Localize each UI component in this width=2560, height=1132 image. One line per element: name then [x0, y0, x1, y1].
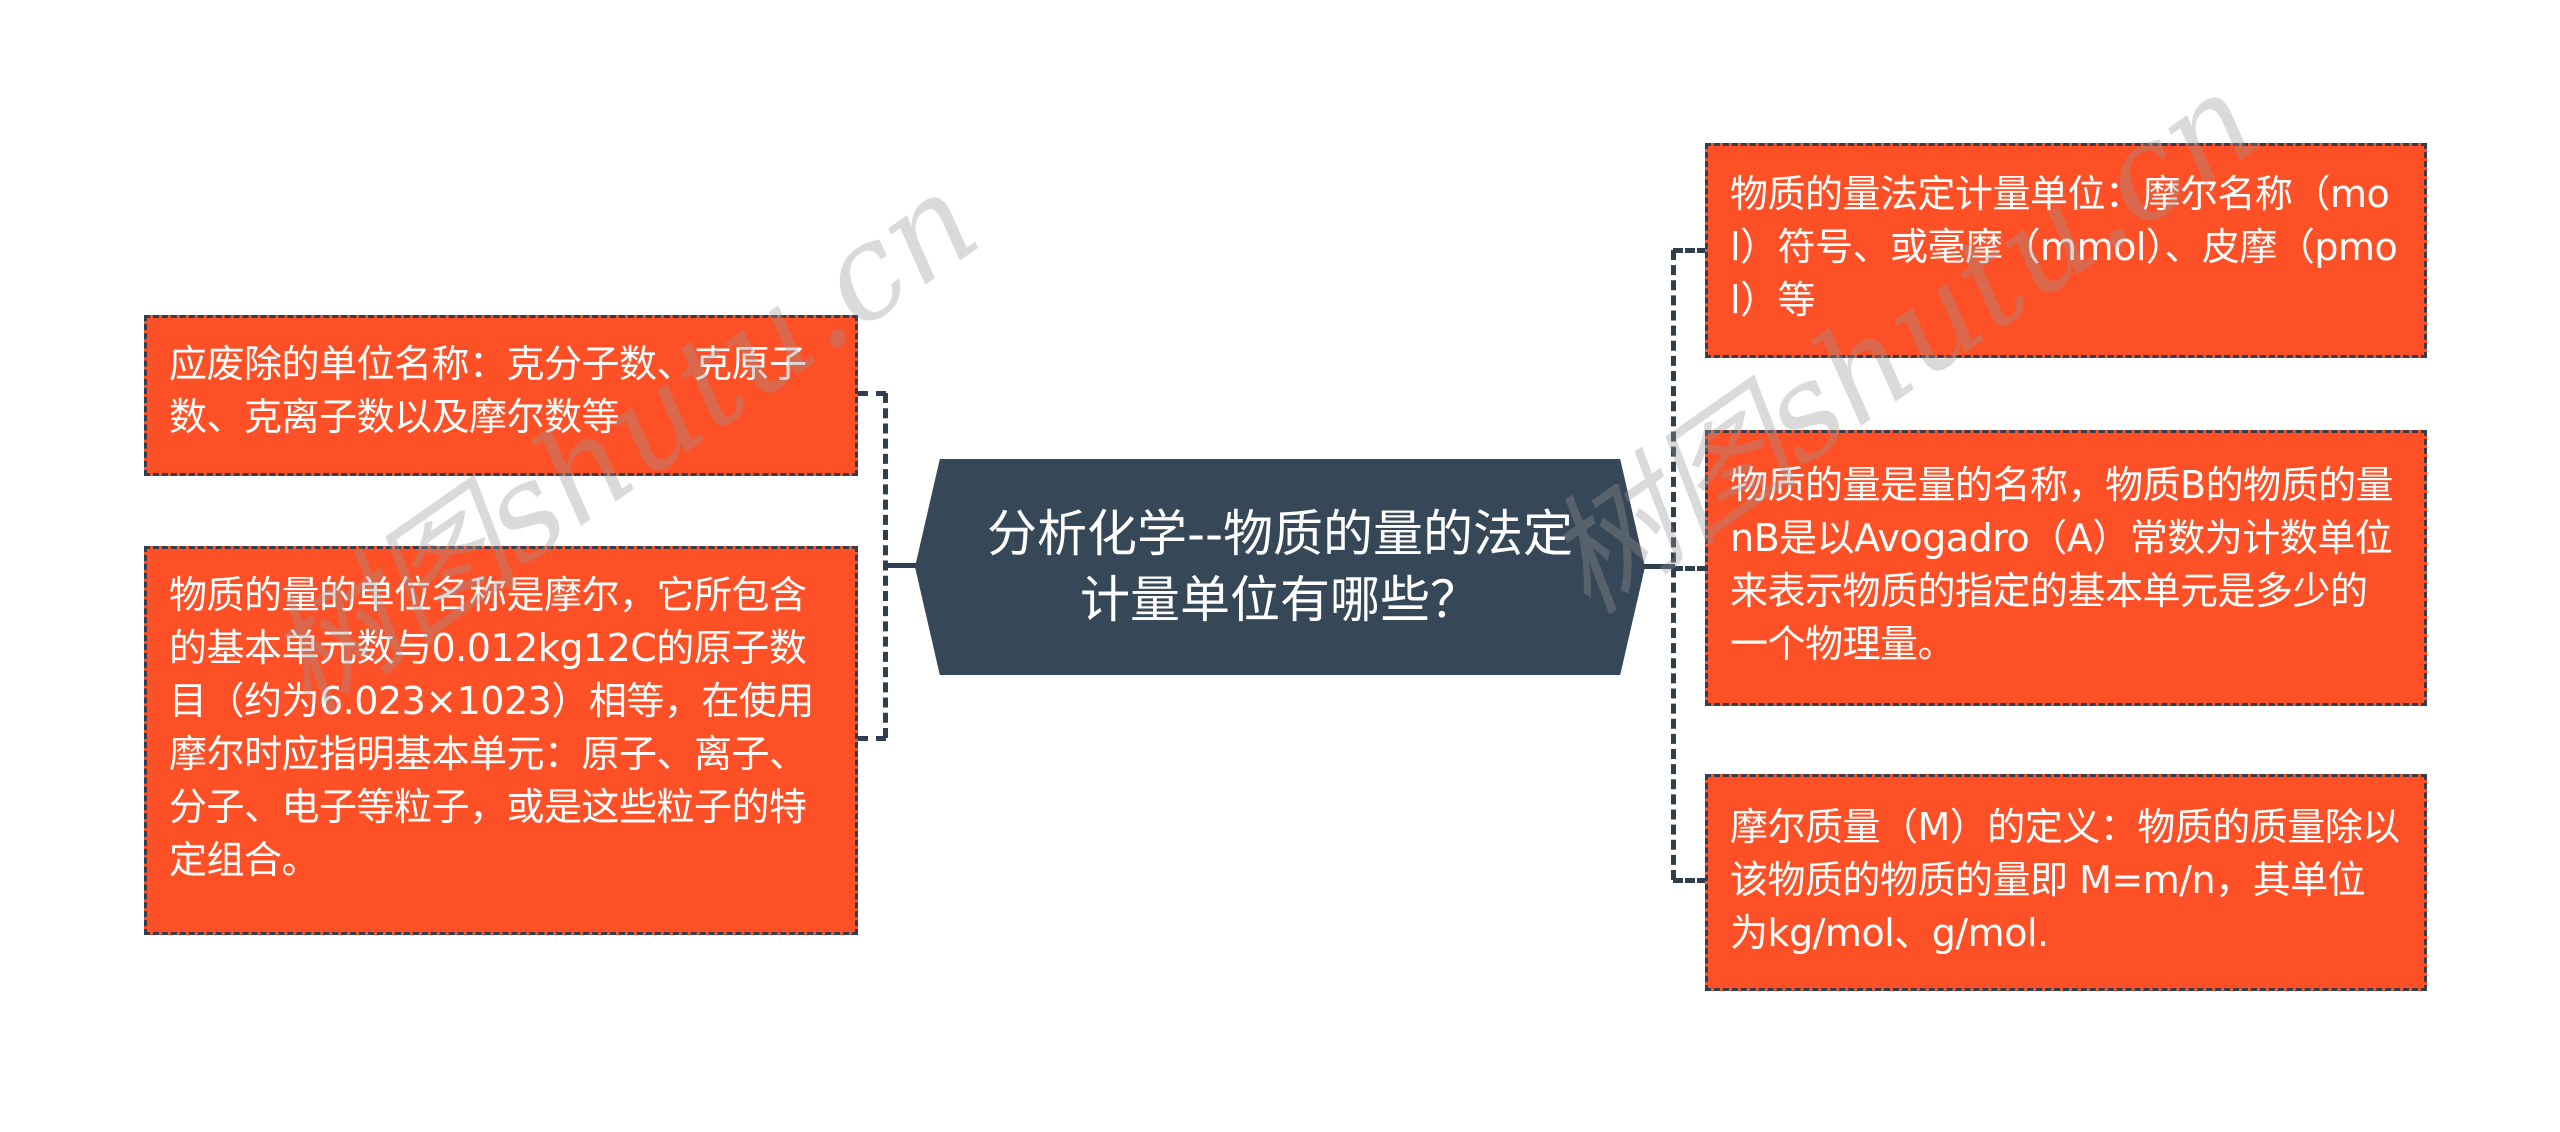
right-node-amount-of-substance[interactable]: 物质的量是量的名称，物质B的物质的量nB是以Avogadro（A）常数为计数单位… — [1705, 430, 2427, 706]
left-connector-top-branch — [858, 391, 886, 396]
right-connector-bottom-branch — [1673, 878, 1707, 883]
left-node-mole-definition[interactable]: 物质的量的单位名称是摩尔，它所包含的基本单元数与0.012kg12C的原子数目（… — [144, 546, 858, 935]
right-connector-middle-branch — [1673, 566, 1707, 571]
right-connector-trunk — [1643, 564, 1675, 569]
central-topic-label: 分析化学--物质的量的法定计量单位有哪些？ — [986, 505, 1574, 629]
left-node-mole-definition-text: 物质的量的单位名称是摩尔，它所包含的基本单元数与0.012kg12C的原子数目（… — [169, 573, 814, 882]
right-node-legal-units[interactable]: 物质的量法定计量单位：摩尔名称（mol）符号、或毫摩（mmol）、皮摩（pmol… — [1705, 143, 2427, 358]
central-topic-node[interactable]: 分析化学--物质的量的法定计量单位有哪些？ — [915, 459, 1645, 675]
left-node-abolished-units[interactable]: 应废除的单位名称：克分子数、克原子数、克离子数以及摩尔数等 — [144, 315, 858, 476]
right-node-amount-of-substance-text: 物质的量是量的名称，物质B的物质的量nB是以Avogadro（A）常数为计数单位… — [1730, 463, 2394, 666]
right-node-molar-mass[interactable]: 摩尔质量（M）的定义：物质的质量除以该物质的物质的量即 M=m/n，其单位为kg… — [1705, 774, 2427, 991]
right-node-molar-mass-text: 摩尔质量（M）的定义：物质的质量除以该物质的物质的量即 M=m/n，其单位为kg… — [1730, 805, 2400, 955]
left-connector-trunk — [885, 563, 917, 568]
left-connector-bottom-branch — [858, 736, 886, 741]
right-node-legal-units-text: 物质的量法定计量单位：摩尔名称（mol）符号、或毫摩（mmol）、皮摩（pmol… — [1730, 172, 2398, 322]
right-connector-top-branch — [1673, 248, 1707, 253]
left-node-abolished-units-text: 应废除的单位名称：克分子数、克原子数、克离子数以及摩尔数等 — [169, 342, 807, 439]
